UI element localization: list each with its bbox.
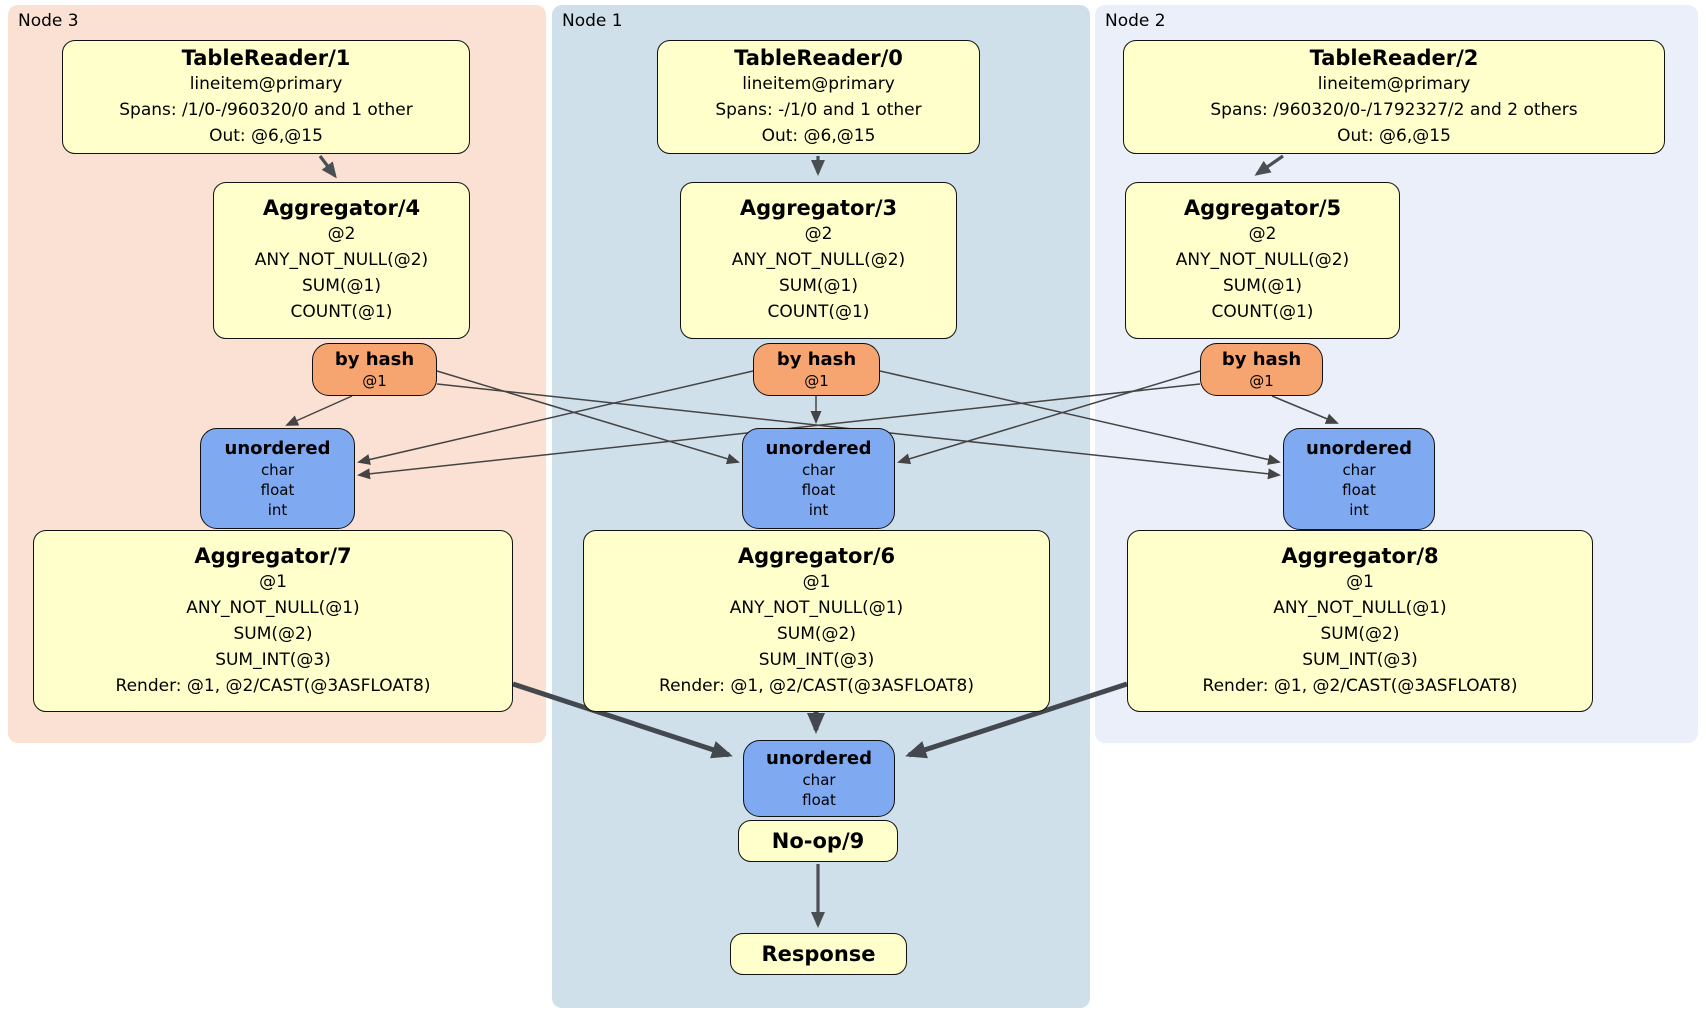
processor-tablereader-2: TableReader/2 lineitem@primary Spans: /9… [1123, 40, 1665, 154]
processor-title: Aggregator/7 [194, 543, 352, 568]
hash-router-node2: by hash @1 [1200, 343, 1323, 396]
sync-detail: float [801, 480, 836, 499]
processor-detail: @2 [1248, 224, 1277, 244]
response-title: Response [761, 941, 876, 966]
sync-detail: float [260, 480, 295, 499]
unordered-sync-node2: unordered char float int [1283, 428, 1435, 530]
processor-aggregator-4: Aggregator/4 @2 ANY_NOT_NULL(@2) SUM(@1)… [213, 182, 470, 339]
node3-label: Node 3 [18, 11, 79, 31]
processor-tablereader-1: TableReader/1 lineitem@primary Spans: /1… [62, 40, 470, 154]
sync-detail: int [808, 500, 829, 519]
sync-title: unordered [765, 437, 872, 459]
processor-detail: SUM(@2) [1320, 623, 1400, 644]
processor-detail: Spans: /1/0-/960320/0 and 1 other [119, 99, 413, 120]
processor-detail: @2 [327, 224, 356, 244]
processor-detail: ANY_NOT_NULL(@1) [186, 597, 360, 618]
router-detail: @1 [1249, 371, 1274, 390]
processor-detail: ANY_NOT_NULL(@1) [729, 597, 904, 618]
processor-detail: Render: @1, @2/CAST(@3ASFLOAT8) [115, 675, 431, 696]
router-title: by hash [334, 348, 415, 370]
processor-aggregator-7: Aggregator/7 @1 ANY_NOT_NULL(@1) SUM(@2)… [33, 530, 513, 712]
processor-detail: Out: @6,@15 [1337, 125, 1451, 146]
sync-detail: float [802, 790, 836, 809]
router-title: by hash [1221, 348, 1302, 370]
processor-title: Aggregator/6 [737, 543, 896, 568]
processor-title: Aggregator/3 [739, 196, 898, 220]
sync-detail: char [801, 460, 836, 479]
processor-aggregator-8: Aggregator/8 @1 ANY_NOT_NULL(@1) SUM(@2)… [1127, 530, 1593, 712]
router-detail: @1 [804, 371, 829, 390]
sync-detail: float [1342, 481, 1376, 499]
router-title: by hash [776, 348, 857, 370]
processor-tablereader-0: TableReader/0 lineitem@primary Spans: -/… [657, 40, 980, 154]
processor-detail: SUM(@1) [1223, 276, 1302, 296]
processor-title: Aggregator/8 [1281, 543, 1439, 568]
processor-detail: SUM_INT(@3) [215, 649, 331, 670]
processor-noop-9: No-op/9 [738, 820, 898, 862]
processor-detail: lineitem@primary [742, 73, 895, 94]
sync-detail: char [1342, 461, 1376, 479]
processor-detail: Render: @1, @2/CAST(@3ASFLOAT8) [659, 675, 974, 696]
processor-detail: COUNT(@1) [1211, 302, 1314, 322]
hash-router-node1: by hash @1 [753, 343, 880, 396]
processor-detail: ANY_NOT_NULL(@2) [254, 250, 429, 270]
processor-detail: Render: @1, @2/CAST(@3ASFLOAT8) [1202, 675, 1518, 696]
processor-aggregator-6: Aggregator/6 @1 ANY_NOT_NULL(@1) SUM(@2)… [583, 530, 1050, 712]
processor-detail: Out: @6,@15 [209, 125, 323, 146]
processor-detail: lineitem@primary [1317, 73, 1471, 94]
sync-title: unordered [224, 437, 331, 459]
processor-detail: SUM(@2) [233, 623, 313, 644]
processor-detail: SUM(@1) [302, 276, 381, 296]
unordered-sync-node1: unordered char float int [742, 428, 895, 529]
processor-detail: ANY_NOT_NULL(@1) [1273, 597, 1447, 618]
processor-title: No-op/9 [771, 828, 865, 853]
processor-title: Aggregator/4 [262, 196, 421, 220]
sync-title: unordered [1306, 438, 1412, 459]
unordered-sync-node3: unordered char float int [200, 428, 355, 529]
unordered-sync-final: unordered char float [743, 740, 895, 817]
processor-detail: SUM_INT(@3) [1302, 649, 1418, 670]
processor-title: TableReader/1 [181, 45, 351, 70]
processor-detail: @2 [804, 224, 833, 244]
sync-detail: char [802, 770, 836, 789]
processor-detail: Spans: /960320/0-/1792327/2 and 2 others [1210, 99, 1578, 120]
sync-detail: int [1349, 501, 1369, 519]
processor-detail: @1 [1346, 571, 1374, 592]
sync-detail: char [260, 460, 295, 479]
processor-aggregator-3: Aggregator/3 @2 ANY_NOT_NULL(@2) SUM(@1)… [680, 182, 957, 339]
processor-detail: lineitem@primary [189, 73, 343, 94]
processor-title: Aggregator/5 [1183, 196, 1342, 220]
processor-detail: COUNT(@1) [290, 302, 393, 322]
processor-detail: @1 [259, 571, 287, 592]
processor-detail: Spans: -/1/0 and 1 other [715, 99, 922, 120]
sync-detail: int [267, 500, 288, 519]
processor-aggregator-5: Aggregator/5 @2 ANY_NOT_NULL(@2) SUM(@1)… [1125, 182, 1400, 339]
processor-detail: @1 [802, 571, 831, 592]
processor-title: TableReader/0 [734, 45, 903, 70]
processor-detail: SUM_INT(@3) [758, 649, 875, 670]
processor-detail: COUNT(@1) [767, 302, 870, 322]
processor-detail: ANY_NOT_NULL(@2) [1175, 250, 1350, 270]
hash-router-node3: by hash @1 [312, 343, 437, 396]
processor-detail: Out: @6,@15 [761, 125, 876, 146]
processor-detail: SUM(@2) [777, 623, 856, 644]
node2-label: Node 2 [1105, 11, 1166, 31]
response-box: Response [730, 933, 907, 975]
sync-title: unordered [766, 747, 872, 769]
router-detail: @1 [362, 371, 387, 390]
processor-detail: SUM(@1) [779, 276, 858, 296]
processor-title: TableReader/2 [1309, 45, 1479, 70]
processor-detail: ANY_NOT_NULL(@2) [731, 250, 906, 270]
node1-label: Node 1 [562, 11, 623, 31]
